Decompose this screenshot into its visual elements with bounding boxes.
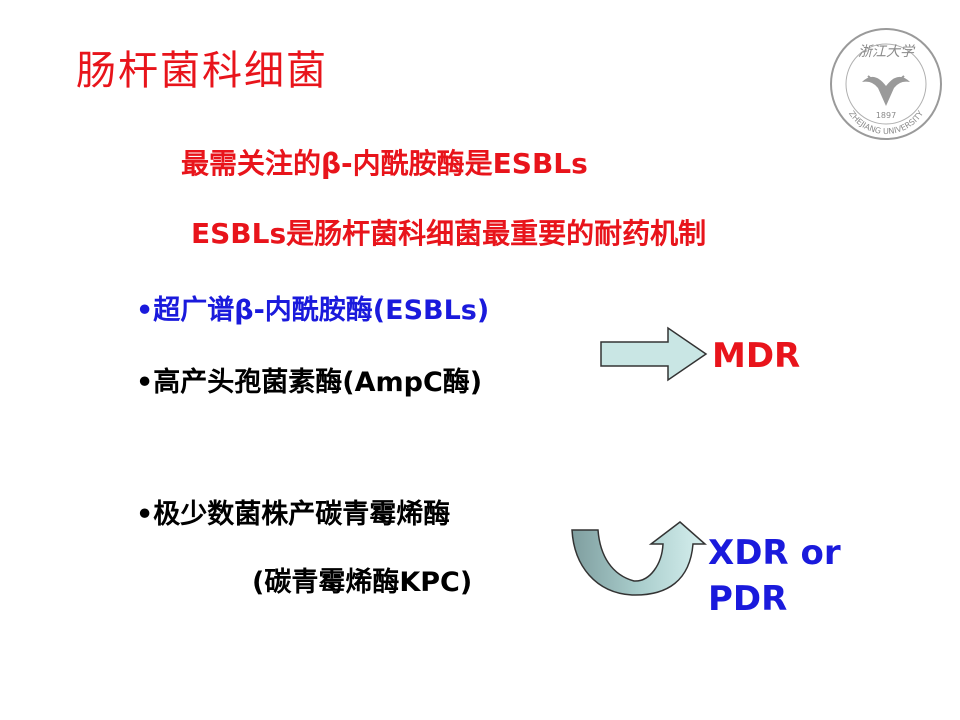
pdr-label: PDR bbox=[708, 579, 788, 619]
mdr-label: MDR bbox=[712, 336, 801, 376]
u-turn-arrow-icon bbox=[571, 521, 707, 596]
xdr-label: XDR or bbox=[708, 533, 841, 573]
bullet-ampc: •高产头孢菌素酶(AmpC酶) bbox=[136, 367, 483, 398]
right-arrow-icon bbox=[600, 326, 708, 382]
xdr-pdr-label: XDR or PDR bbox=[708, 530, 841, 622]
headline-line-1: 最需关注的β-内酰胺酶是ESBLs bbox=[181, 147, 588, 180]
logo-year: 1897 bbox=[876, 111, 896, 120]
slide-title: 肠杆菌科细菌 bbox=[76, 48, 328, 94]
bullet-esbls: •超广谱β-内酰胺酶(ESBLs) bbox=[136, 295, 490, 326]
bullet-carbapenemase: •极少数菌株产碳青霉烯酶 bbox=[136, 499, 451, 530]
bullet-kpc: (碳青霉烯酶KPC) bbox=[252, 567, 473, 598]
university-seal-icon: 浙江大学 1897 ZHEJIANG UNIVERSITY bbox=[830, 28, 942, 140]
headline-line-2: ESBLs是肠杆菌科细菌最重要的耐药机制 bbox=[191, 217, 707, 250]
university-logo: 浙江大学 1897 ZHEJIANG UNIVERSITY bbox=[828, 26, 944, 142]
logo-text: 浙江大学 bbox=[858, 44, 916, 60]
